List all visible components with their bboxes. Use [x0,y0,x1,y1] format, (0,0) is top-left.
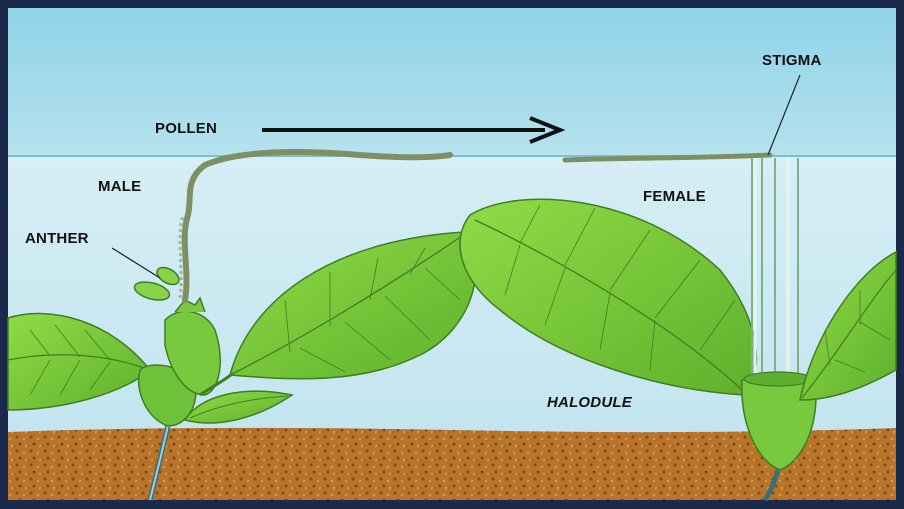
male-label: MALE [98,178,141,195]
pollen-label: POLLEN [155,120,217,137]
stigma-label: STIGMA [762,52,822,69]
water-surface [8,8,896,158]
female-label: FEMALE [643,188,706,205]
halodule-label: HALODULE [547,394,632,411]
anther-label: ANTHER [25,230,89,247]
